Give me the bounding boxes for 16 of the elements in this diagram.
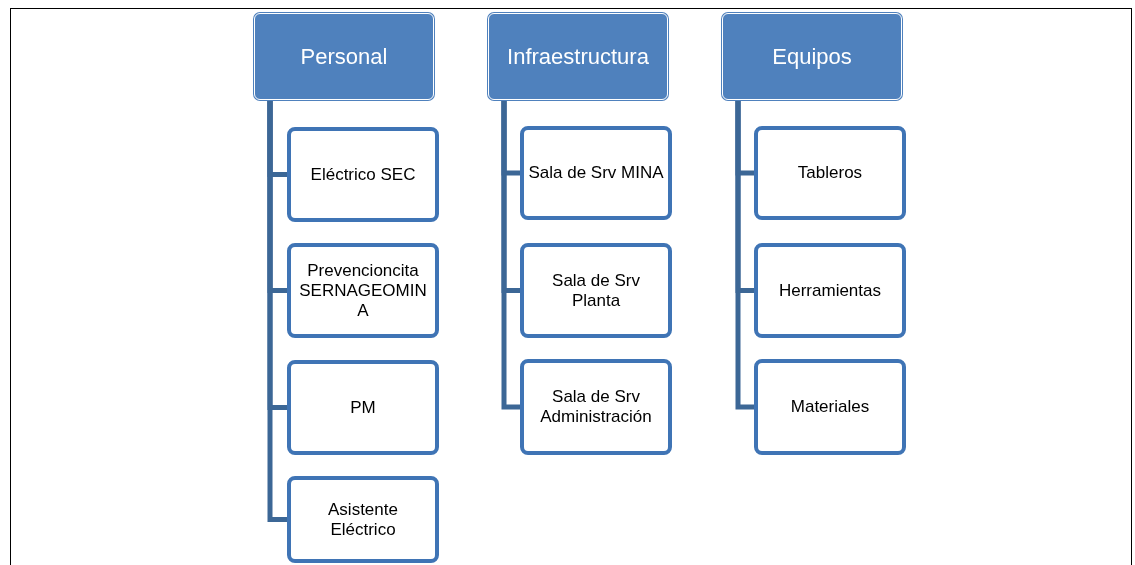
item-box: Herramientas	[754, 243, 906, 338]
item-box: Tableros	[754, 126, 906, 220]
category-box: Personal	[254, 13, 434, 100]
item-box: PM	[287, 360, 439, 455]
item-box: Eléctrico SEC	[287, 127, 439, 222]
item-box: Asistente Eléctrico	[287, 476, 439, 563]
item-box: Sala de Srv Planta	[520, 243, 672, 338]
item-box: Sala de Srv MINA	[520, 126, 672, 220]
item-box: Materiales	[754, 359, 906, 455]
item-box: Sala de Srv Administración	[520, 359, 672, 455]
connector-line	[267, 100, 287, 522]
category-box: Infraestructura	[488, 13, 668, 100]
category-box: Equipos	[722, 13, 902, 100]
connector-line	[501, 100, 520, 410]
item-box: Prevencioncita SERNAGEOMINA	[287, 243, 439, 338]
connector-line	[735, 100, 754, 410]
